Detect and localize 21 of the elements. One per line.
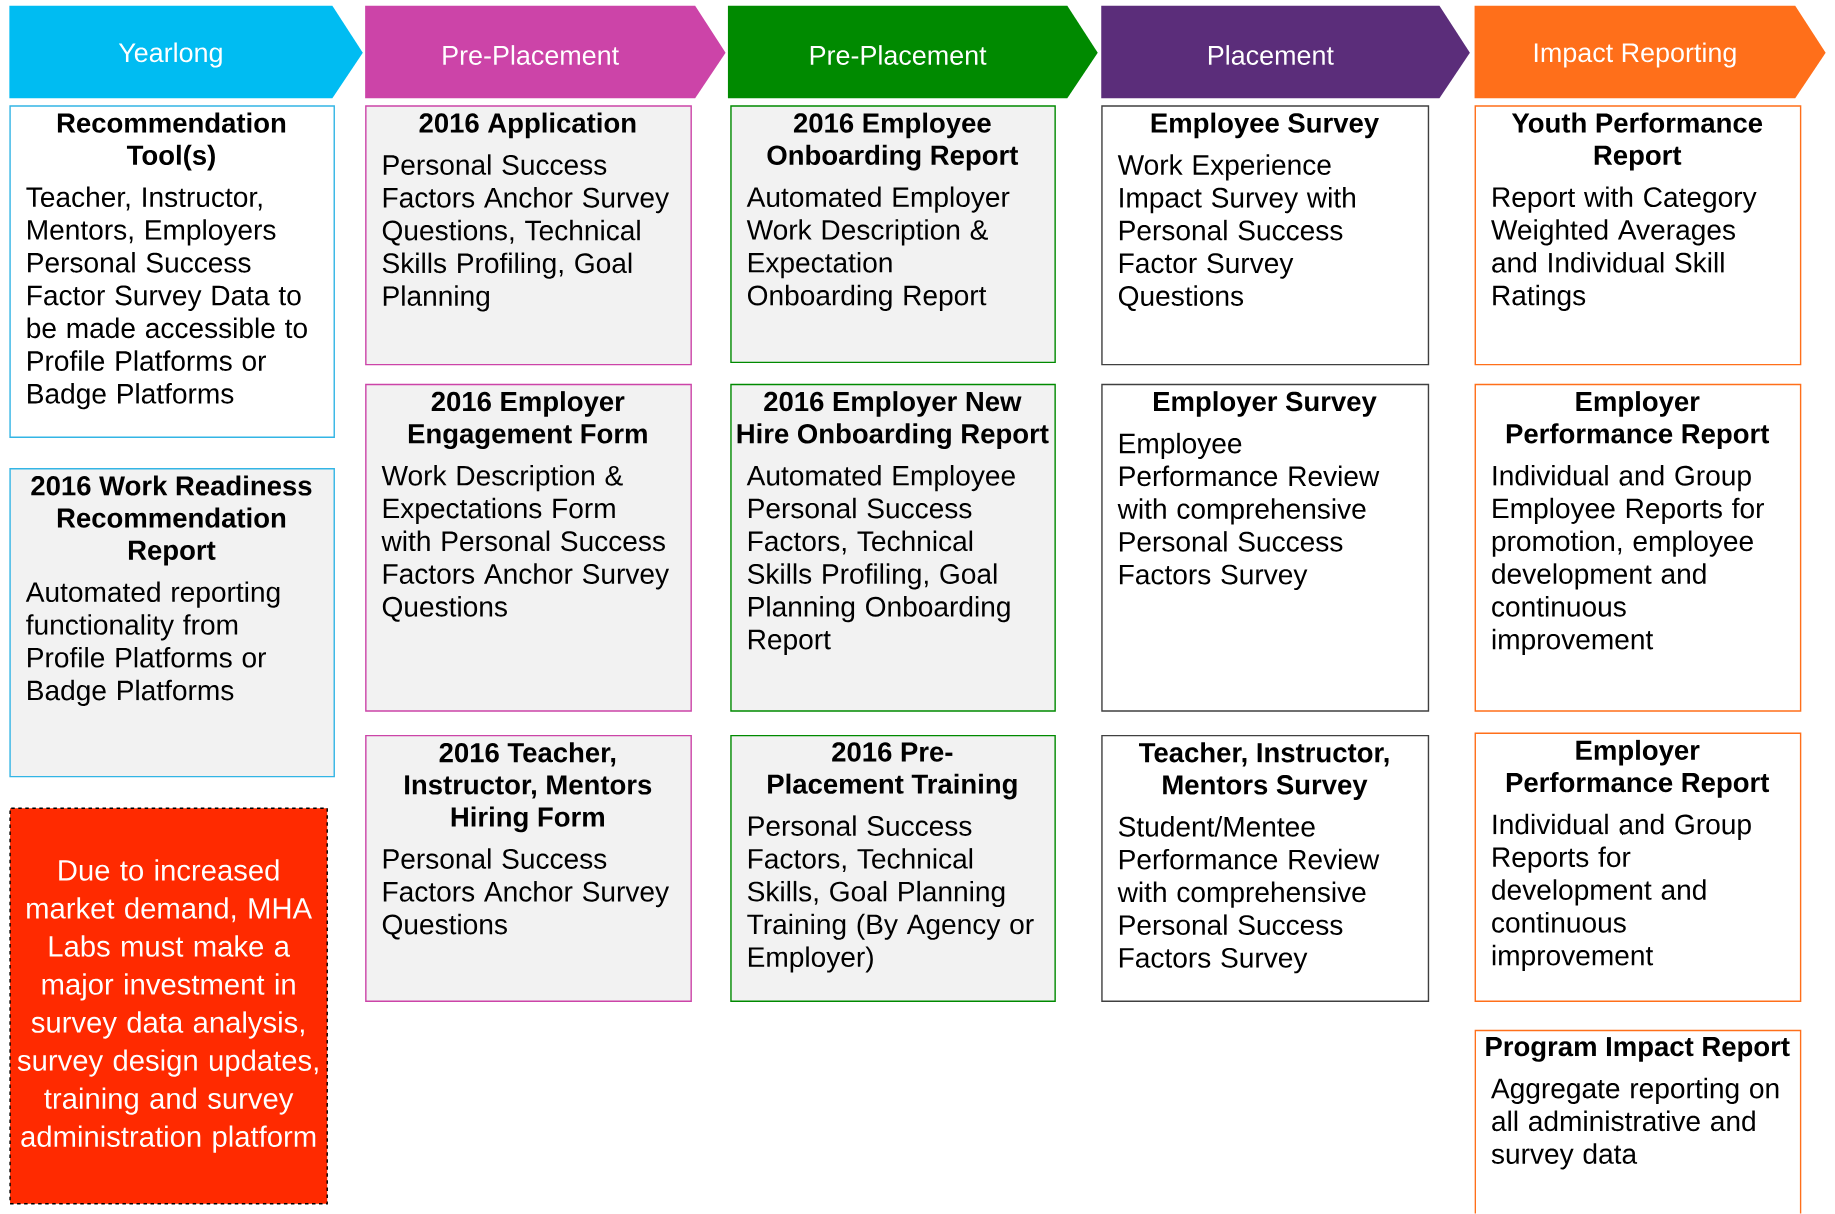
- report-box: Recommendation Tool(s) Teacher, Instructor, Mentors, Employers Personal Success Factor Survey Data to be made accessible to Profile Platforms or Badge Platforms: [9, 105, 335, 439]
- note-box: Due to increased market demand, MHA Labs must make a major investment in survey data analysis, survey design updates, training and survey administration platform: [9, 807, 328, 1205]
- stage-header: Yearlong: [9, 6, 363, 99]
- report-box: Employer Performance Report Individual and Group Employee Reports for promotion, employee development and continuous improvement: [1474, 384, 1802, 712]
- report-box: Employee Survey Work Experience Impact Survey with Personal Success Factor Survey Questions: [1101, 105, 1430, 366]
- report-box: 2016 Work Readiness Recommendation Report Automated reporting functionality from Profile Platforms or Badge Platforms: [9, 468, 335, 778]
- report-box: Teacher, Instructor, Mentors Survey Student/Mentee Performance Review with comprehensive Personal Success Factors Survey: [1101, 735, 1430, 1003]
- stage-header: Pre-Placement: [365, 6, 726, 99]
- report-box: 2016 Teacher, Instructor, Mentors Hiring Form Personal Success Factors Anchor Survey Questions: [365, 735, 692, 1003]
- stage-header: Impact Reporting: [1474, 6, 1826, 99]
- report-box: 2016 Employee Onboarding Report Automated Employer Work Description & Expectation Onboarding Report: [730, 105, 1056, 364]
- report-box: Program Impact Report Aggregate reporting on all administrative and survey data: [1474, 1030, 1802, 1214]
- report-box: 2016 Employer Engagement Form Work Description & Expectations Form with Personal Success Factors Anchor Survey Questions: [365, 384, 692, 712]
- report-box: 2016 Application Personal Success Factors Anchor Survey Questions, Technical Skills Profiling, Goal Planning: [365, 105, 692, 366]
- report-box: Employer Survey Employee Performance Review with comprehensive Personal Success Factors Survey: [1101, 384, 1430, 712]
- report-box: Youth Performance Report Report with Category Weighted Averages and Individual Skill Ratings: [1474, 105, 1802, 366]
- report-box: Employer Performance Report Individual and Group Reports for development and continuous improvement: [1474, 732, 1802, 1003]
- stage-header: Placement: [1101, 6, 1470, 99]
- report-box: 2016 Employer New Hire Onboarding Report Automated Employee Personal Success Factors, Technical Skills Profiling, Goal Planning Onboarding Report: [730, 384, 1056, 712]
- stage-header: Pre-Placement: [727, 6, 1098, 99]
- report-box: 2016 Pre-Placement Training Personal Success Factors, Technical Skills, Goal Planning Training (By Agency or Employer): [730, 735, 1056, 1003]
